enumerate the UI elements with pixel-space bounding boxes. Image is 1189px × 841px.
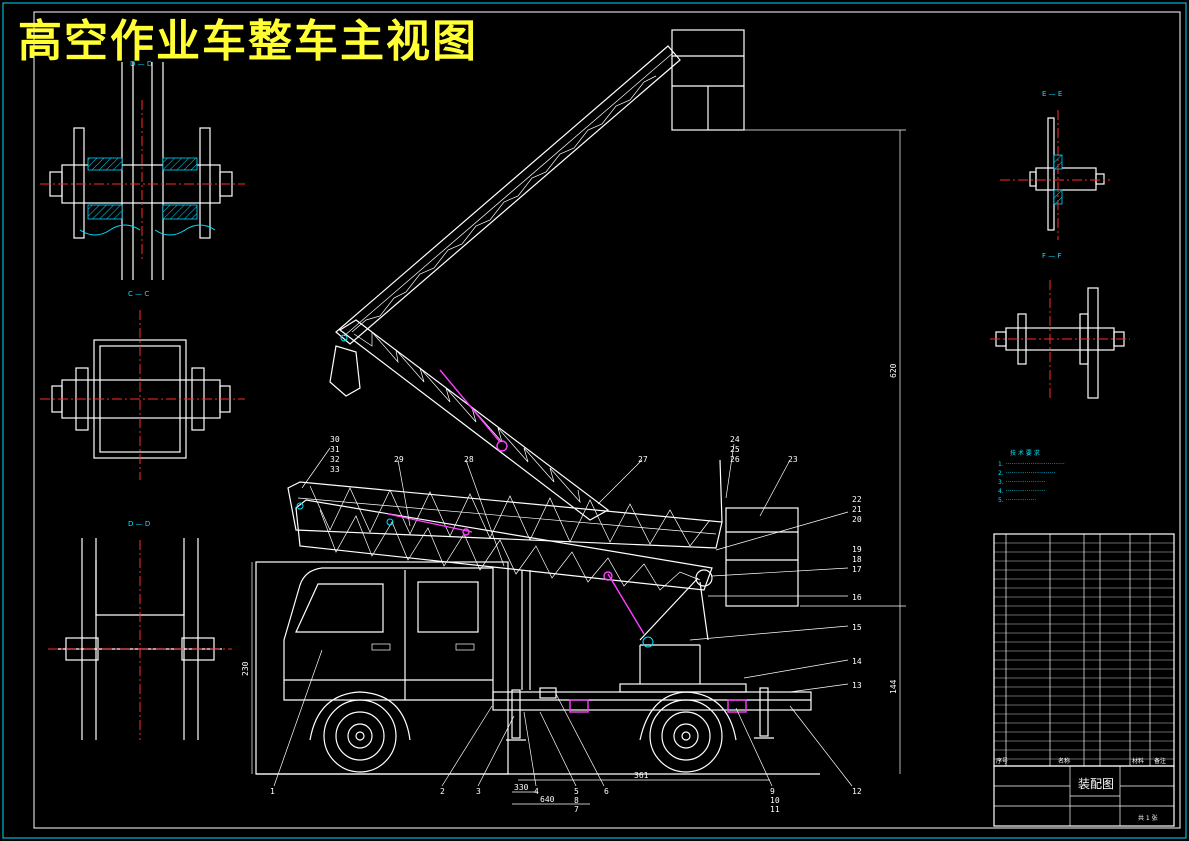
- parts-list: 序号 名称 材料 备注: [993, 533, 1175, 767]
- section-view-top-left: D — D: [40, 60, 245, 280]
- section-label: F — F: [1042, 252, 1062, 260]
- section-view-top-right: E — E: [1000, 90, 1110, 240]
- balloon: 20: [852, 515, 862, 524]
- drawing-title: 高空作业车整车主视图: [18, 16, 478, 67]
- balloon: 23: [788, 455, 798, 464]
- balloon: 2: [440, 787, 445, 796]
- inner-frame: [33, 11, 1181, 829]
- balloon: 4: [534, 787, 539, 796]
- header-remark: 备注: [1154, 757, 1166, 765]
- section-label: D — D: [130, 60, 152, 68]
- balloon: 17: [852, 565, 862, 574]
- balloon: 24: [730, 435, 740, 444]
- svg-text:2. ··························: 2. ··························: [998, 470, 1055, 477]
- header-no: 序号: [996, 757, 1008, 765]
- balloon: 5: [574, 787, 579, 796]
- balloon: 7: [574, 805, 579, 814]
- balloon: 25: [730, 445, 740, 454]
- balloon: 13: [852, 681, 862, 690]
- header-material: 材料: [1132, 757, 1144, 765]
- balloon: 14: [852, 657, 862, 666]
- balloon: 22: [852, 495, 862, 504]
- balloon: 30: [330, 435, 340, 444]
- dim-wheelbase: 361: [634, 771, 649, 780]
- svg-text:技 术 要 求: 技 术 要 求: [1010, 449, 1040, 457]
- balloon: 1: [270, 787, 275, 796]
- balloon: 33: [330, 465, 340, 474]
- balloon: 21: [852, 505, 862, 514]
- section-label: D — D: [128, 520, 150, 528]
- leader-lines: [273, 443, 853, 787]
- balloon: 8: [574, 796, 579, 805]
- balloon: 19: [852, 545, 862, 554]
- part-balloons: 1 2 3 4 5 6 7 8 9 10 11 12 13 14 15 16 1…: [270, 435, 862, 814]
- balloon: 3: [476, 787, 481, 796]
- svg-text:3. ·····················: 3. ·····················: [998, 479, 1046, 486]
- dim-front-overhang: 330: [514, 783, 529, 792]
- dim-overall: 640: [540, 795, 555, 804]
- balloon: 6: [604, 787, 609, 796]
- balloon: 31: [330, 445, 340, 454]
- balloon: 28: [464, 455, 474, 464]
- balloon: 32: [330, 455, 340, 464]
- section-view-middle-left: C — C: [40, 290, 245, 480]
- balloon: 27: [638, 455, 648, 464]
- section-label: E — E: [1042, 90, 1062, 98]
- balloon: 29: [394, 455, 404, 464]
- balloon: 11: [770, 805, 780, 814]
- section-label: C — C: [128, 290, 149, 298]
- title-block: 装配图 共 1 张: [993, 765, 1175, 827]
- technical-notes: 技 术 要 求 1. ·····························…: [998, 449, 1065, 504]
- dim-frame-height: 144: [889, 679, 898, 694]
- sheet-count: 共 1 张: [1138, 814, 1158, 822]
- balloon: 10: [770, 796, 780, 805]
- section-view-middle-right: F — F: [990, 252, 1130, 400]
- dim-cab-height: 230: [241, 661, 250, 676]
- balloon: 15: [852, 623, 862, 632]
- balloon: 16: [852, 593, 862, 602]
- dim-total-height: 620: [889, 363, 898, 378]
- svg-text:5. ················: 5. ················: [998, 497, 1036, 504]
- svg-text:1. ···························: 1. ·······························: [998, 461, 1065, 468]
- balloon: 26: [730, 455, 740, 464]
- balloon: 9: [770, 787, 775, 796]
- svg-text:4. ·····················: 4. ·····················: [998, 488, 1046, 495]
- header-name: 名称: [1058, 757, 1070, 765]
- section-view-bottom-left: D — D: [48, 520, 232, 740]
- truck-main-view: [255, 561, 820, 775]
- balloon: 18: [852, 555, 862, 564]
- drawing-name: 装配图: [1078, 777, 1114, 791]
- boom-system: [287, 29, 799, 648]
- dimension-lines: 620 144 230 361 330 640: [241, 129, 906, 805]
- balloon: 12: [852, 787, 862, 796]
